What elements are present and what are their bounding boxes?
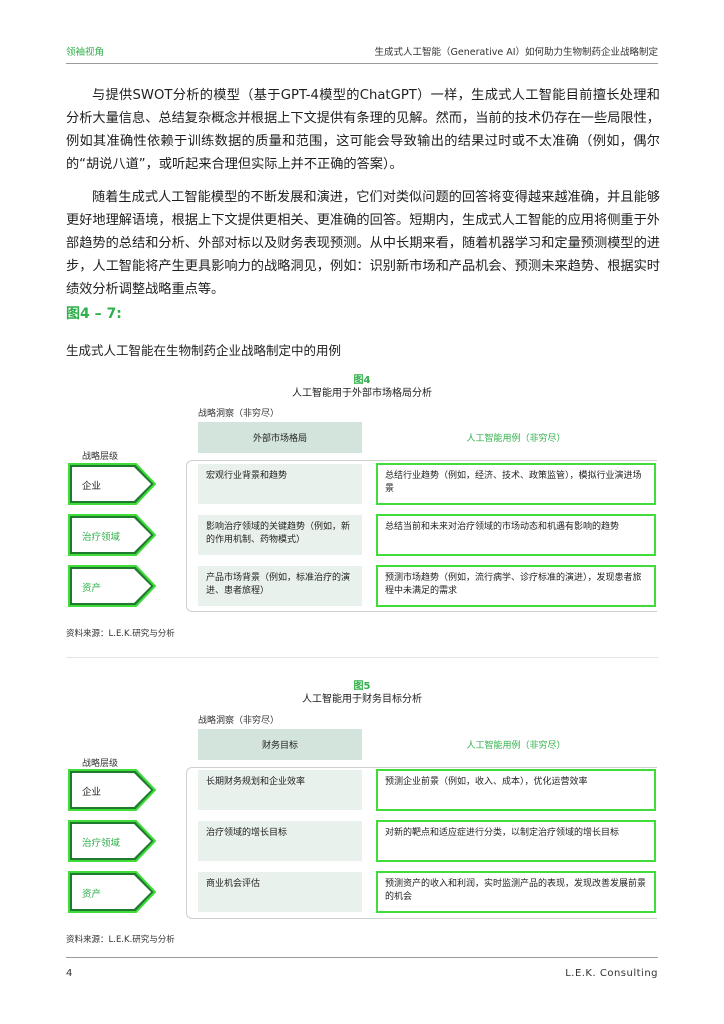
figure-5-insight-2: 治疗领域的增长目标: [198, 821, 362, 861]
header-divider: [66, 63, 658, 64]
figure-4-panel: [186, 460, 657, 612]
figure-5-right-header: 人工智能用例（非穷尽）: [466, 741, 566, 751]
figure-4-left-header: 外部市场格局: [198, 422, 362, 453]
figure-5-level-arrow-2: [68, 820, 156, 862]
figure-5-left-header: 财务目标: [198, 729, 362, 760]
footer-brand: L.E.K. Consulting: [565, 968, 658, 979]
figure-5-insight-1: 长期财务规划和企业效率: [198, 770, 362, 810]
figure-4-title: 人工智能用于外部市场格局分析: [292, 388, 432, 399]
figure-4-level-arrow-1: [68, 463, 156, 505]
figure-5-title: 人工智能用于财务目标分析: [302, 694, 422, 705]
paragraph-2: 随着生成式人工智能模型的不断发展和演进，它们对类似问题的回答将变得越来越准确，并…: [66, 190, 660, 297]
figure-5-number: 图5: [353, 681, 371, 692]
figure-5-use-case-1: 预测企业前景（例如，收入、成本），优化运营效率: [376, 769, 656, 811]
page-number: 4: [66, 968, 73, 979]
header-title: 生成式人工智能（Generative AI）如何助力生物制药企业战略制定: [374, 47, 658, 58]
figure-4-insight-label: 战略洞察（非穷尽）: [198, 409, 280, 419]
figure-4-level-2: 治疗领域: [82, 532, 121, 543]
figure-4-insight-2: 影响治疗领域的关键趋势（例如，新的作用机制、药物模式）: [198, 515, 362, 555]
figure-4-insight-1: 宏观行业背景和趋势: [198, 464, 362, 504]
figure-4-use-case-2: 总结当前和未来对治疗领域的市场动态和机遇有影响的趋势: [376, 514, 656, 556]
figure-5-insight-3: 商业机会评估: [198, 872, 362, 912]
figure-4-use-case-1: 总结行业趋势（例如，经济、技术、政策监管），模拟行业演进场景: [376, 463, 656, 505]
figure-5-level-label: 战略层级: [82, 759, 119, 769]
figure-4-right-header: 人工智能用例（非穷尽）: [466, 434, 566, 444]
figure-separator: [66, 657, 658, 658]
paragraph-1: 与提供SWOT分析的模型（基于GPT-4模型的ChatGPT）一样，生成式人工智…: [66, 88, 660, 172]
figure-group-caption: 生成式人工智能在生物制药企业战略制定中的用例: [66, 343, 342, 358]
figure-4-level-arrow-3: [68, 565, 156, 607]
figure-5-level-arrow-3: [68, 871, 156, 913]
figure-4-insight-3: 产品市场背景（例如，标准治疗的演进、患者旅程）: [198, 566, 362, 606]
body-text: 与提供SWOT分析的模型（基于GPT-4模型的ChatGPT）一样，生成式人工智…: [66, 84, 660, 301]
figure-5-insight-label: 战略洞察（非穷尽）: [198, 716, 280, 726]
figure-5-level-3: 资产: [82, 889, 102, 900]
figure-4-level-1: 企业: [82, 481, 102, 492]
figure-5-level-arrow-1: [68, 769, 156, 811]
figure-4-level-arrow-2: [68, 514, 156, 556]
figure-5-use-case-3: 预测资产的收入和利润，实时监测产品的表现，发现改善发展前景的机会: [376, 871, 656, 913]
figure-5-source: 资料来源：L.E.K.研究与分析: [66, 935, 175, 945]
figure-5-level-1: 企业: [82, 787, 102, 798]
figure-4-level-3: 资产: [82, 583, 102, 594]
figure-group-label: 图4 – 7:: [66, 306, 122, 322]
figure-4-use-case-3: 预测市场趋势（例如，流行病学、诊疗标准的演进），发现患者旅程中未满足的需求: [376, 565, 656, 607]
figure-4-level-label: 战略层级: [82, 452, 119, 462]
figure-4-number: 图4: [353, 375, 371, 386]
figure-5-panel: [186, 767, 657, 919]
header-section: 领袖视角: [66, 47, 105, 58]
footer-divider: [66, 957, 658, 958]
figure-5-level-2: 治疗领域: [82, 838, 121, 849]
figure-5-use-case-2: 对新的靶点和适应症进行分类，以制定治疗领域的增长目标: [376, 820, 656, 862]
figure-4-source: 资料来源：L.E.K.研究与分析: [66, 629, 175, 639]
